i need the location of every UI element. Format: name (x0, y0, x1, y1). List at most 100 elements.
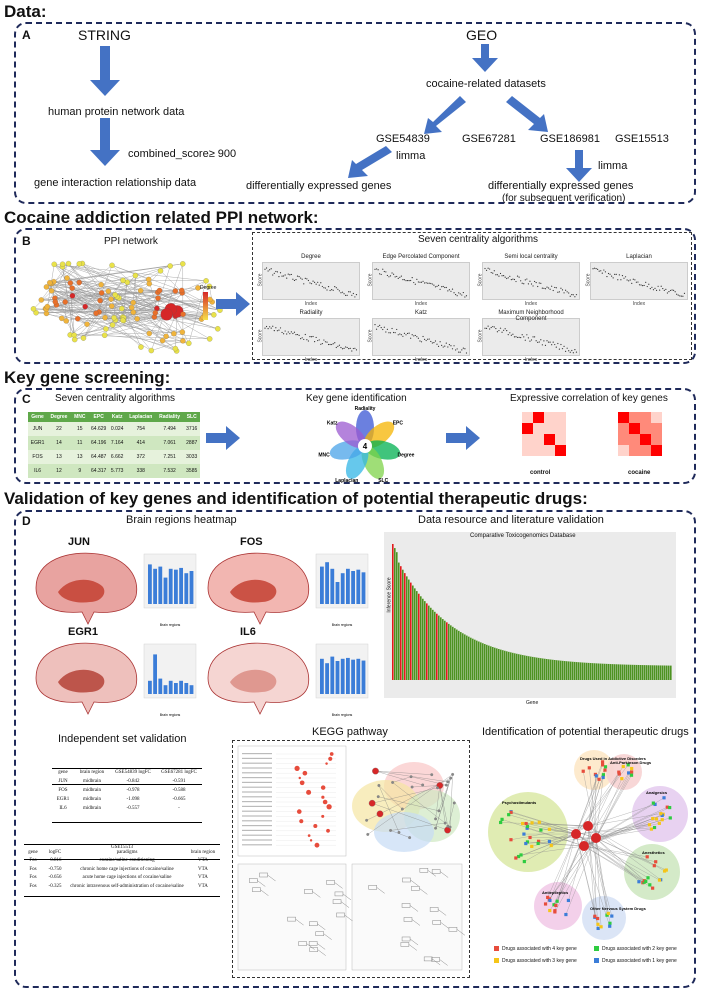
drug-node (652, 825, 657, 830)
ctd-bar (594, 663, 596, 680)
heatmap-cell (640, 423, 651, 434)
table2-header: brain region (190, 850, 216, 855)
gse186981-label: GSE186981 (540, 133, 600, 145)
table-cell: VTA (198, 883, 208, 889)
ctd-bar (500, 649, 502, 680)
drug-node (645, 855, 649, 859)
drug-node (516, 854, 521, 859)
ctd-bar (480, 642, 482, 680)
table-cell: JUN (58, 779, 68, 784)
table-cell: 372 (136, 454, 145, 460)
ctd-bar (414, 588, 416, 680)
centrality-plot-title: Katz (414, 310, 427, 316)
ppi-node (76, 261, 83, 267)
ppi-node (44, 303, 51, 310)
arrow-right-b (216, 292, 250, 316)
heatmap-cell (522, 412, 533, 423)
brain-region-bar (340, 658, 345, 694)
drug-node (593, 914, 597, 918)
ppi-node (59, 315, 65, 322)
drug-node (522, 832, 526, 836)
ctd-bar (574, 661, 576, 680)
ppi-node (64, 275, 70, 281)
drug-node (549, 843, 553, 848)
table-cell: VTA (198, 858, 208, 863)
table-cell: EGR1 (56, 797, 70, 802)
ppi-node (93, 310, 99, 316)
centrality-plot-title: Degree (301, 254, 321, 260)
table1-header: GSE54839 logFC (115, 770, 151, 775)
table-cell: 754 (136, 426, 145, 432)
drug-node (587, 766, 591, 770)
ppi-node (76, 279, 82, 286)
table-cell: 64.629 (91, 426, 107, 432)
brain-region-bar (189, 571, 194, 604)
ppi-network-title: PPI network (104, 236, 158, 247)
brain-panel: Brain regions (207, 552, 369, 627)
table-cell: -0.978 (126, 788, 140, 793)
table-cell: -0.665 (172, 797, 186, 802)
heatmap-cell (618, 423, 629, 434)
drug-node (499, 820, 503, 825)
heatmap-cell (629, 434, 640, 445)
ctd-bar (608, 663, 610, 680)
table-header-cell: MNC (74, 414, 86, 420)
heatmap-cell (651, 423, 662, 434)
legend-swatch (594, 946, 599, 952)
ppi-node (51, 261, 57, 268)
table1-header: GSE67281 logFC (161, 770, 197, 775)
panel-d-letter: D (22, 514, 31, 528)
brain-region-bar (335, 582, 340, 604)
ctd-bar (430, 607, 432, 680)
ctd-bar (550, 659, 552, 680)
ppi-node (134, 316, 140, 322)
heatmap-cell (618, 434, 629, 445)
drug-node (547, 827, 552, 831)
ctd-bar (450, 625, 452, 680)
kegg-net-node (366, 832, 370, 836)
ctd-bar (484, 644, 486, 680)
brain-panel: Brain regions (35, 642, 197, 717)
heatmap-cell (522, 434, 533, 445)
ctd-bar (466, 635, 468, 680)
drug-node (657, 821, 661, 825)
ppi-node (84, 321, 90, 327)
drug-node (525, 824, 530, 828)
ppi-node (59, 261, 66, 267)
table-cell: 14 (56, 440, 62, 446)
table-cell: -1.098 (126, 797, 140, 802)
ppi-node (132, 272, 139, 279)
drug-node (564, 912, 568, 917)
ctd-bar (476, 640, 478, 680)
ppi-node (97, 297, 103, 304)
ctd-bar (572, 661, 574, 680)
drug-node (509, 810, 513, 815)
drug-node (594, 774, 598, 778)
brain-gene-label: IL6 (240, 626, 256, 638)
ctd-bar (658, 665, 660, 680)
drug-node (610, 914, 614, 918)
brain-region-bar (184, 573, 189, 604)
drug-node (522, 859, 526, 864)
ppi-node (98, 290, 105, 296)
ctd-bar (592, 663, 594, 680)
table-header-cell: Gene (31, 414, 44, 420)
drug-node (528, 835, 532, 840)
ppi-node (52, 299, 58, 305)
kegg-net-node (409, 775, 413, 779)
ctd-bar (404, 573, 406, 680)
heatmap-cell (544, 423, 555, 434)
table-cell: -0.750 (48, 866, 62, 872)
panel-b-letter: B (22, 234, 31, 248)
kegg-net-node (436, 786, 439, 790)
ppi-node (120, 317, 126, 323)
ctd-bar (604, 663, 606, 680)
ctd-bar (482, 643, 484, 680)
